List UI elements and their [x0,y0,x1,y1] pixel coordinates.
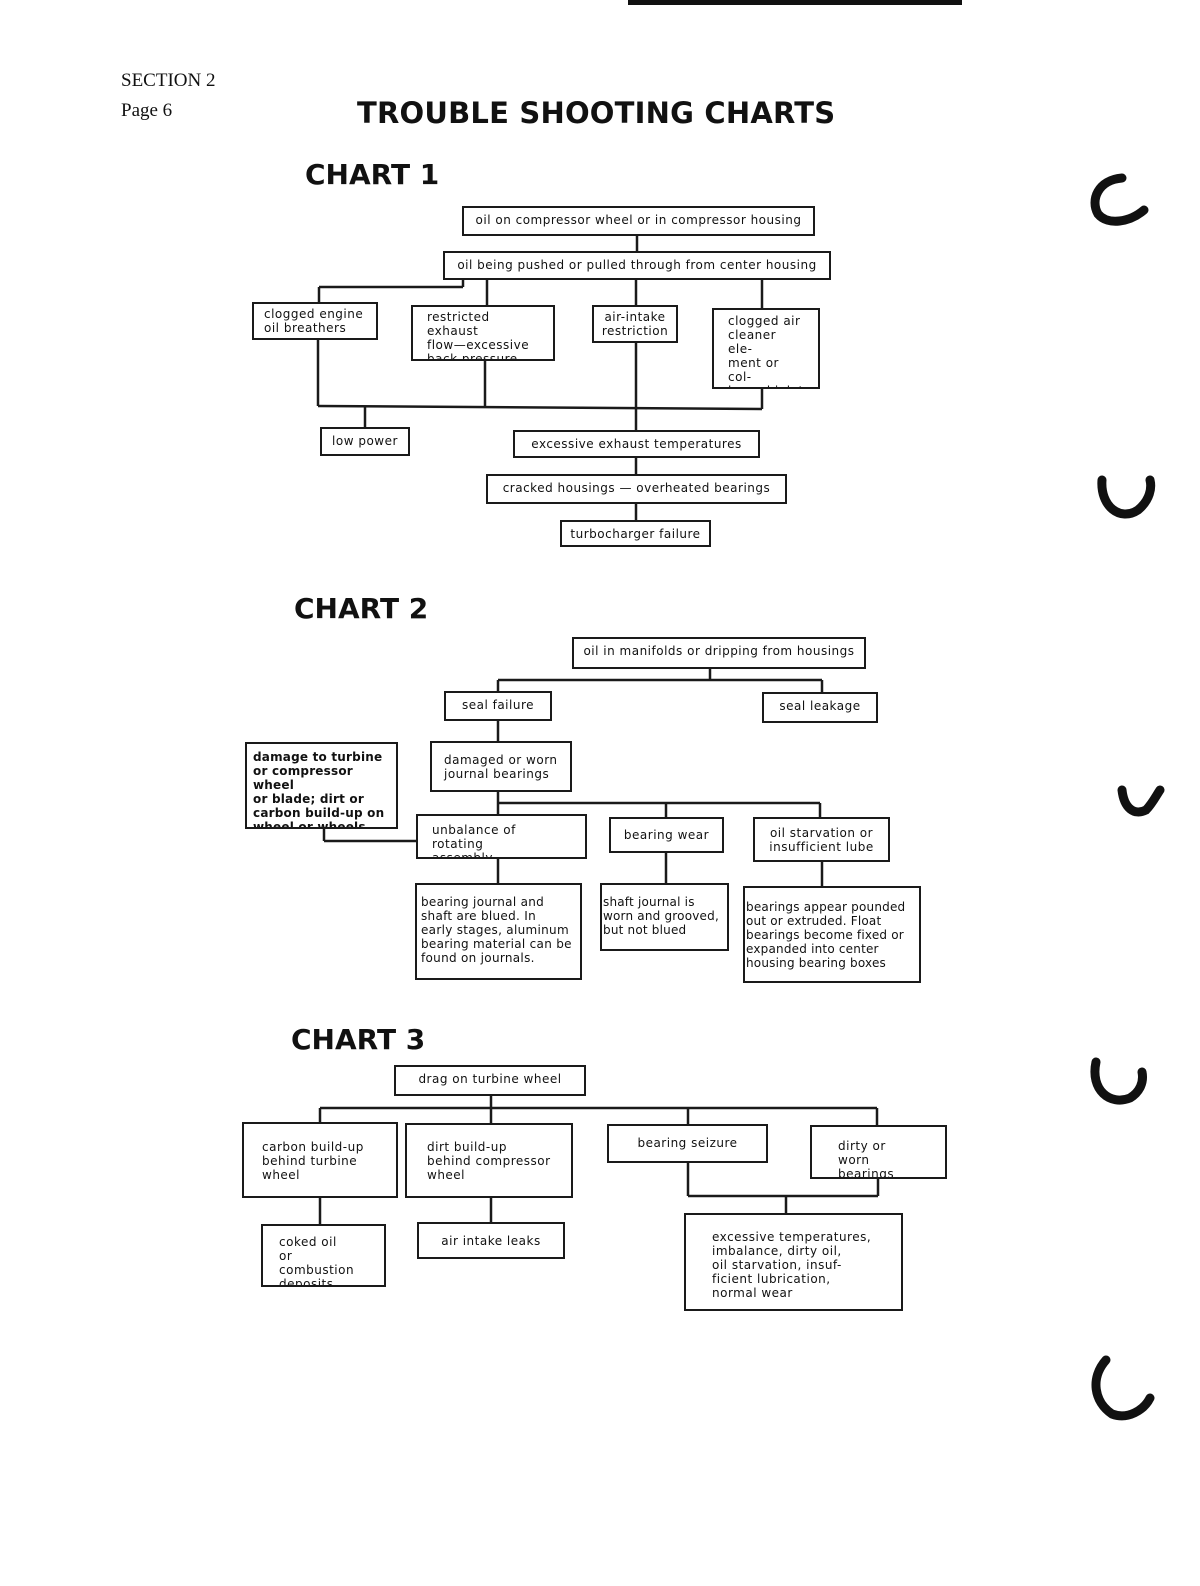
air-intake-restriction-box: air-intake restriction [592,305,678,343]
unbalance-box: unbalance of rotating assembly [416,814,587,859]
binder-hole-mark-5 [1091,1355,1155,1421]
oil-on-compressor-box: oil on compressor wheel or in compressor… [462,206,815,236]
seal-failure-box: seal failure [444,691,552,721]
section-label: SECTION 2 [121,70,216,91]
low-power-box: low power [320,427,410,456]
journal-blued-box: bearing journal and shaft are blued. In … [415,883,582,980]
turbo-failure-box: turbocharger failure [560,520,711,547]
bearing-wear-box: bearing wear [609,817,724,853]
drag-turbine-box: drag on turbine wheel [394,1065,586,1096]
seal-leakage-box: seal leakage [762,692,878,723]
clogged-breathers-box: clogged engine oil breathers [252,302,378,340]
binder-hole-mark-3 [1117,785,1165,817]
damaged-journal-box: damaged or worn journal bearings [430,741,572,792]
binder-hole-mark-4 [1090,1057,1147,1105]
bearing-seizure-box: bearing seizure [607,1124,768,1163]
excessive-exhaust-temps-box: excessive exhaust temperatures [513,430,760,458]
excessive-temps-box: excessive temperatures, imbalance, dirty… [684,1213,903,1311]
dirt-buildup-box: dirt build-up behind compressor wheel [405,1123,573,1198]
cracked-housings-box: cracked housings — overheated bearings [486,474,787,504]
page-number: Page 6 [121,100,173,121]
clogged-air-cleaner-box: clogged air cleaner ele- ment or col- la… [712,308,820,389]
coked-oil-box: coked oil or combustion deposits [261,1224,386,1287]
oil-in-manifolds-box: oil in manifolds or dripping from housin… [572,637,866,669]
binder-hole-mark-2 [1097,475,1156,519]
air-intake-leaks-box: air intake leaks [417,1222,565,1259]
chart-3-heading: CHART 3 [291,1023,426,1056]
page-title: TROUBLE SHOOTING CHARTS [357,96,836,130]
chart-2-heading: CHART 2 [294,592,429,625]
bearings-pounded-box: bearings appear pounded out or extruded.… [743,886,921,983]
oil-starvation-box: oil starvation or insufficient lube [753,817,890,862]
top-edge-mark [628,0,962,5]
oil-pushed-box: oil being pushed or pulled through from … [443,251,831,280]
carbon-buildup-box: carbon build-up behind turbine wheel [242,1122,398,1198]
damage-turbine-box: damage to turbine or compressor wheel or… [245,742,398,829]
dirty-bearings-box: dirty or worn bearings [810,1125,947,1179]
shaft-grooved-box: shaft journal is worn and grooved, but n… [600,883,729,951]
chart-1-heading: CHART 1 [305,158,440,191]
binder-hole-mark-1 [1090,173,1149,226]
restricted-exhaust-box: restricted exhaust flow—excessive back p… [411,305,555,361]
